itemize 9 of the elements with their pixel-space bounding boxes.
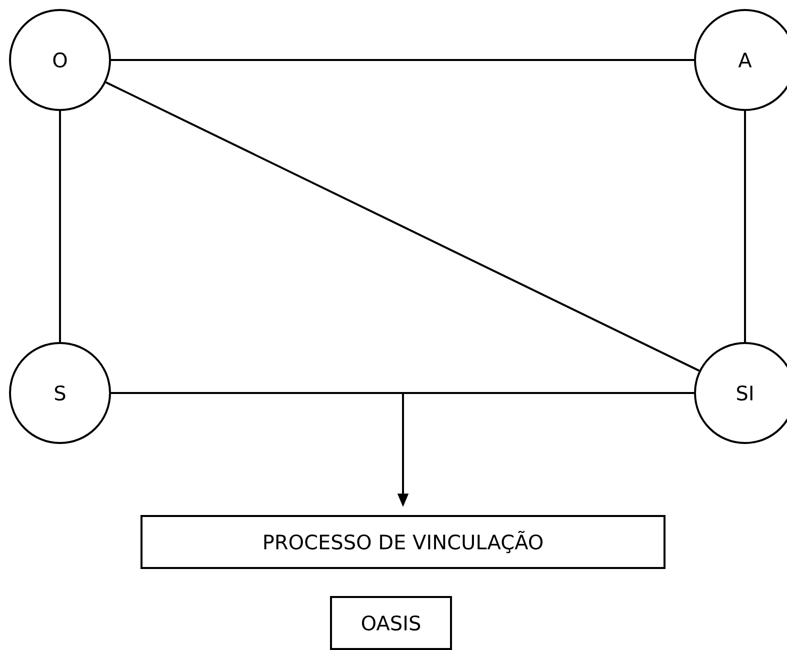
circle-node: S	[9, 342, 111, 444]
connector-line	[744, 111, 746, 342]
connector-line	[111, 392, 694, 394]
circle-node: O	[9, 9, 111, 111]
process-box: PROCESSO DE VINCULAÇÃO	[140, 515, 666, 569]
connector-line	[105, 81, 700, 372]
connector-line	[111, 59, 694, 61]
connector-line	[59, 111, 61, 342]
process-box: OASIS	[330, 596, 452, 650]
